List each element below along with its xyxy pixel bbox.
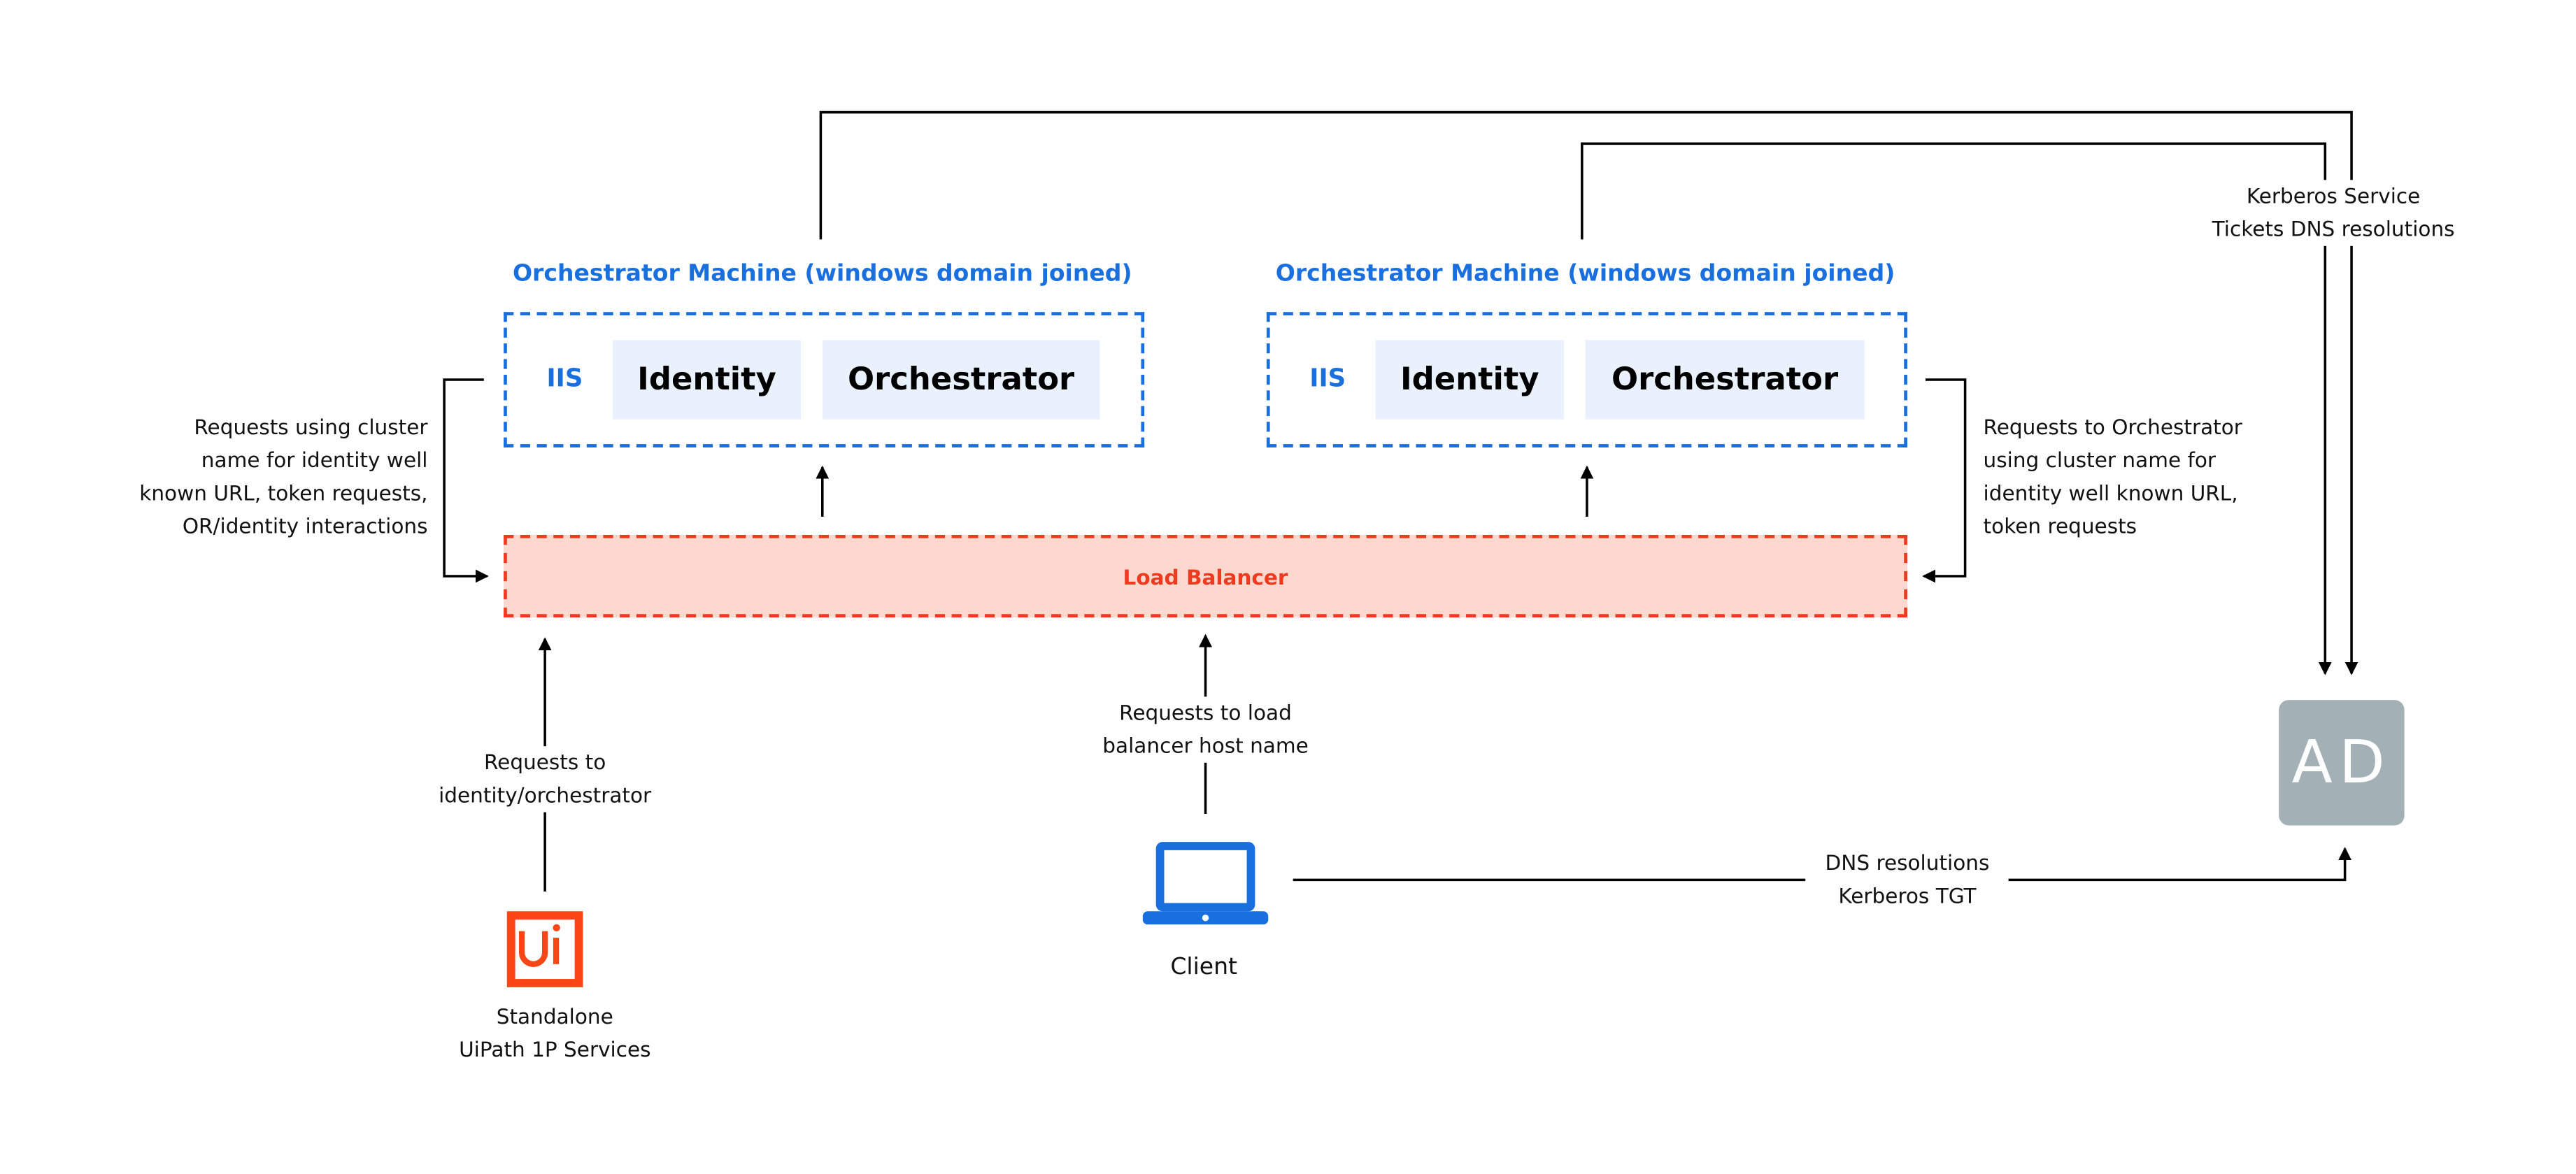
machine-1-identity: Identity [612,340,802,420]
kerberos-line-2 [1581,142,2332,675]
load-balancer: Load Balancer [504,534,1907,618]
machine-1-iis: IIS [546,363,583,393]
uipath-logo [506,911,583,987]
machine-2-title: Orchestrator Machine (windows domain joi… [1275,261,1895,287]
machine-1-title: Orchestrator Machine (windows domain joi… [512,261,1132,287]
client-to-ad-arrow [1293,847,2352,882]
machine-1-orchestrator: Orchestrator [822,340,1100,420]
kerberos-line-1 [819,110,2358,675]
left-bracket-arrow [443,378,489,583]
machine-2-orchestrator: Orchestrator [1585,340,1865,420]
right-bracket-arrow [1922,378,1967,583]
machine-2-box [1266,312,1907,448]
machine-2-identity: Identity [1375,340,1564,420]
client-label: Client [1170,954,1238,981]
machine-1-box [504,312,1145,448]
machine-2-iis: IIS [1309,363,1346,393]
active-directory: AD [2279,700,2405,826]
laptop-icon [1142,842,1269,925]
